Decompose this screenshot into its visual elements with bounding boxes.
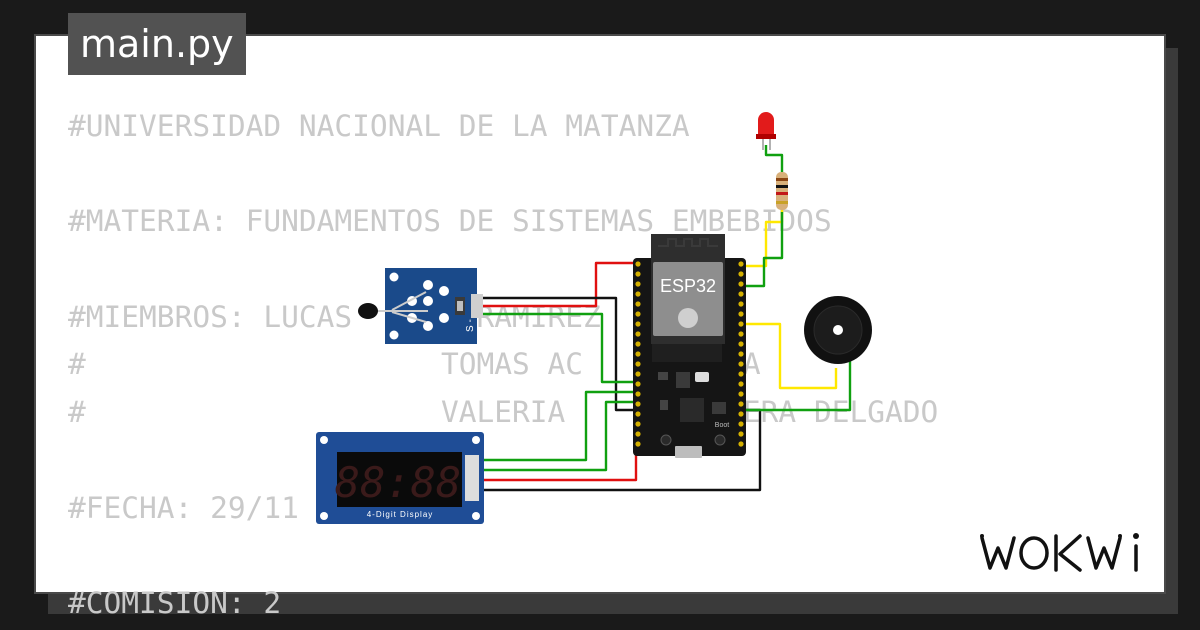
wire-sensor-gnd xyxy=(480,296,638,412)
resistor xyxy=(776,172,788,210)
wire-led-gnd xyxy=(744,212,784,288)
red-led xyxy=(756,112,776,150)
wire-buzzer-gnd xyxy=(744,360,852,412)
wire-sensor-signal xyxy=(480,261,638,308)
esp32-label: ESP32 xyxy=(660,276,716,296)
wokwi-logo[interactable] xyxy=(976,524,1152,580)
esp32-board: ESP32 Boot xyxy=(633,234,746,458)
wire-display-dio xyxy=(484,400,638,472)
wire-sensor-vcc xyxy=(480,312,638,384)
four-digit-display: 88:88 4-Digit Display xyxy=(316,432,484,524)
wire-led-resistor xyxy=(764,145,784,172)
display-digits: 88:88 xyxy=(335,458,461,507)
wire-display-vcc xyxy=(484,448,638,482)
boot-label: Boot xyxy=(715,422,729,429)
buzzer xyxy=(804,296,872,364)
wire-display-clk xyxy=(484,390,638,462)
display-label: 4-Digit Display xyxy=(367,510,434,519)
file-tab[interactable]: main.py xyxy=(68,13,246,75)
code-line: #MATERIA: FUNDAMENTOS DE SISTEMAS EMBEBI… xyxy=(68,204,832,239)
temperature-sensor-module: S - xyxy=(358,268,483,344)
wire-buzzer-signal xyxy=(744,322,838,390)
sensor-pin-marks: S - xyxy=(465,319,476,332)
code-line: #UNIVERSIDAD NACIONAL DE LA MATANZA xyxy=(68,109,690,143)
code-line: #COMISION: 2 xyxy=(68,585,282,620)
code-line: #FECHA: 29/11 xyxy=(68,490,299,525)
